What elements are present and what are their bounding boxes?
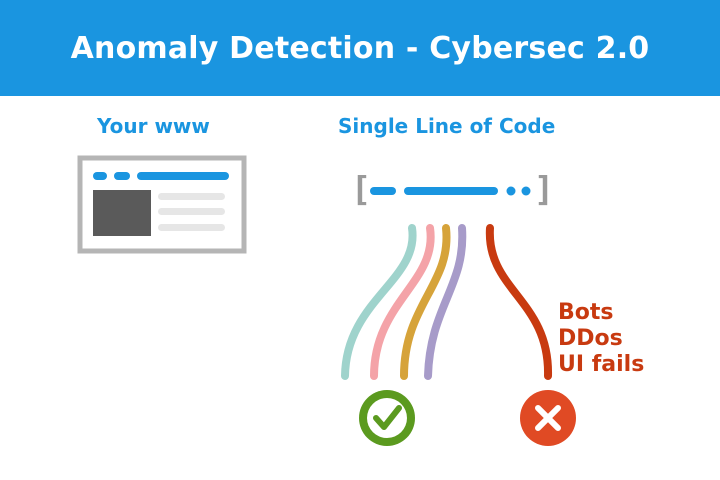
single-line-of-code-label: Single Line of Code bbox=[338, 114, 556, 138]
purple-traffic-line bbox=[424, 224, 467, 380]
code-close-bracket: ] bbox=[534, 170, 554, 210]
pink-traffic-line bbox=[370, 224, 435, 380]
bad-traffic-line bbox=[485, 224, 553, 380]
code-open-bracket: [ bbox=[351, 170, 371, 210]
issue-ui-fails: UI fails bbox=[558, 352, 645, 377]
traffic-lines bbox=[341, 224, 553, 380]
gold-traffic-line bbox=[400, 224, 451, 380]
your-www-label: Your www bbox=[97, 114, 210, 138]
check-circle-icon bbox=[359, 390, 415, 446]
teal-traffic-line bbox=[341, 224, 417, 380]
x-circle-icon bbox=[520, 390, 576, 446]
browser-window-icon bbox=[77, 155, 247, 254]
issue-bots: Bots bbox=[558, 300, 614, 325]
page-title: Anomaly Detection - Cybersec 2.0 bbox=[70, 30, 650, 66]
code-line-icon: [ ] bbox=[351, 170, 554, 210]
header-banner: Anomaly Detection - Cybersec 2.0 bbox=[0, 0, 720, 96]
issue-ddos: DDos bbox=[558, 326, 623, 351]
